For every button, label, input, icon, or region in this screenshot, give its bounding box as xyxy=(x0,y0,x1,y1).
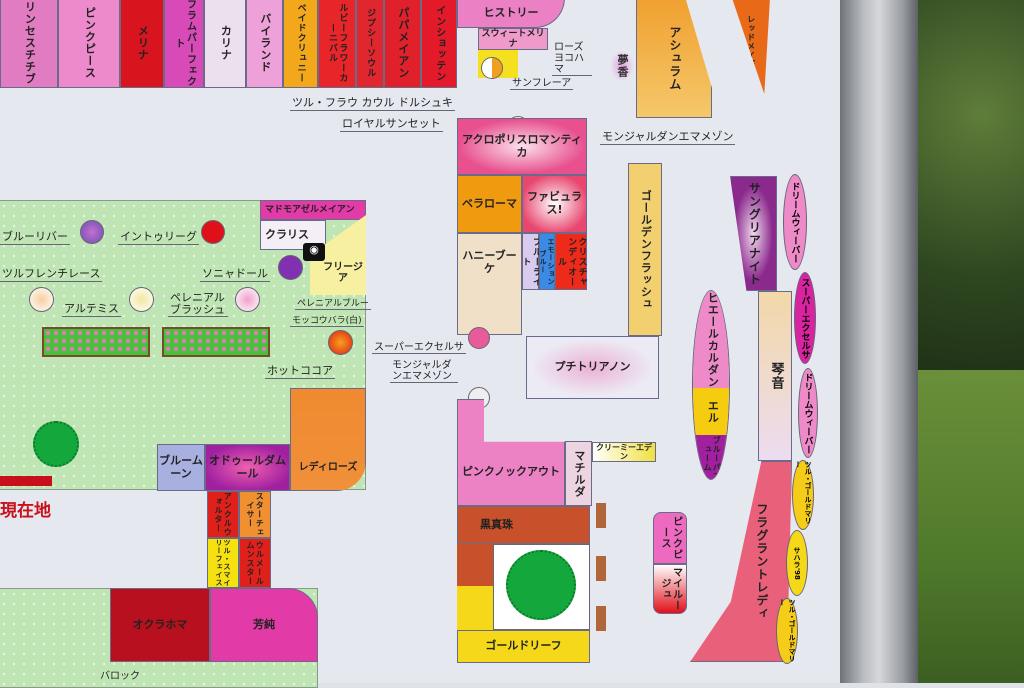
current-location-label: 現在地 xyxy=(0,501,51,521)
bed-princess-chichibu: リンセスチチブ xyxy=(0,0,58,88)
bed-pink-peace: ピンクピース xyxy=(58,0,120,88)
bed-flame-perfect: フラムパーフェクト xyxy=(164,0,204,88)
hedge-bed xyxy=(42,327,150,357)
bed-kotone: 琴音 xyxy=(758,291,792,461)
label-royal-sunset: ロイヤルサンセット xyxy=(340,117,443,132)
label-intrigue: イントゥリーグ xyxy=(118,230,199,245)
bed-super-excelsa: スーパーエクセルサ xyxy=(794,272,816,364)
rose-marker xyxy=(129,287,154,312)
current-location-bar xyxy=(0,476,52,486)
tree-icon xyxy=(506,550,576,620)
bed-christian-dior: クリスチャンディオール xyxy=(555,233,587,290)
hedge-bed xyxy=(162,327,270,357)
label-tsuru-frau-karl-druschki: ツル・フラウ カウル ドルシュキ xyxy=(290,96,455,111)
bed-shotten: インショッテン xyxy=(421,0,457,88)
bed-pink-peace-2: ピンクピース xyxy=(653,512,687,564)
post-marker xyxy=(596,503,606,528)
rose-marker-sonia xyxy=(278,255,303,280)
label-tsuru-french-lace: ツルフレンチレース xyxy=(0,267,103,282)
bed-star-chaser: スターチェイサー xyxy=(239,491,271,538)
bed-yumeka: 夢香 xyxy=(610,50,634,82)
bed-tsuru-gold-marie-2: ツル・ゴールドマリー xyxy=(776,598,798,664)
post-marker xyxy=(596,606,606,631)
bed-ruby-carnival: ルビーフラワーカーニバル xyxy=(318,0,356,88)
rose-marker xyxy=(481,57,503,79)
label-sonia: ソニャドール xyxy=(200,267,270,282)
bed-petit-trianon: プチトリアノン xyxy=(526,336,659,399)
bed-elle: エル xyxy=(693,388,729,435)
bed-tsuru-gold-marie-1: ツル・ゴールドマリー xyxy=(792,460,814,530)
rose-marker-blue-river xyxy=(80,220,104,244)
label-perennial-blue: ペレニアルブルー xyxy=(295,296,371,310)
metal-post xyxy=(840,0,918,683)
bed-bayland: バイランド xyxy=(246,0,283,88)
bed-sweet-melina: スウィートメリナ xyxy=(478,28,548,50)
label-hot-cocoa: ホットココア xyxy=(265,364,335,379)
background-lawn xyxy=(918,370,1024,683)
bed-bella-roma: ベラローマ xyxy=(457,175,522,233)
bed-mademoiselle-meilland: マドモアゼルメイアン xyxy=(260,200,366,220)
bed-emotion-blue: エモーションブルー xyxy=(539,233,555,290)
bed-papa-meilland: パパメイアン xyxy=(384,0,421,88)
bed-clarice: クラリス xyxy=(260,220,326,250)
bed-sahara: サハラ'98 xyxy=(786,530,808,596)
bed-dream-weaver-1: ドリームウィーバー xyxy=(783,174,807,270)
rose-marker-super-excelsa xyxy=(468,327,490,349)
bed-melina: メリナ xyxy=(120,0,164,88)
rose-marker xyxy=(29,287,54,312)
bed-kokushinju: 黒真珠 xyxy=(457,506,590,544)
bed-blue-light: ブルーライト xyxy=(521,233,541,290)
bed-lady-rose: レディローズ xyxy=(290,388,366,491)
label-perennial-blush: ペレニアルブラッシュ xyxy=(168,291,228,318)
bed-uncle-walter: アンクルウォルター xyxy=(207,491,239,538)
label-super-excelsa: スーパーエクセルサ xyxy=(372,338,466,354)
bed-gypsy-soul: ジプシーソウル xyxy=(356,0,384,88)
label-mon-jardin-2: モンジャルダンエマメゾン xyxy=(390,360,458,383)
bed-pierre-cardin: ピエールカルダン xyxy=(693,291,729,388)
camera-icon: ◉ xyxy=(303,243,325,261)
bed-mathilda: マチルダ xyxy=(565,441,592,506)
bed-history: ヒストリー xyxy=(457,0,565,28)
label-artemis: アルテミス xyxy=(62,302,121,317)
label-rose-yokohama: ローズヨコハマ xyxy=(552,42,592,76)
background-shrubs xyxy=(918,0,1024,380)
bed-blue-moon: ブルームーン xyxy=(157,444,205,491)
post-marker xyxy=(596,556,606,581)
bed-group-pierre-cardin: ピエールカルダン エル ブルーパフューム xyxy=(692,290,730,480)
bed-oklahoma: オクラホマ xyxy=(110,588,210,662)
bed-honey-bouquet: ハニーブーケ xyxy=(457,233,522,335)
bed-odour-damour: オドゥールダムール xyxy=(205,444,290,491)
label-baroque: バロック xyxy=(100,671,140,682)
bed-gold-leaf: ゴールドリーフ xyxy=(457,630,590,663)
bed-kokushinju-side xyxy=(457,544,493,586)
bed-blue-perfume: ブルーパフューム xyxy=(693,435,729,479)
bed-bayeux: ベイドクリュニー xyxy=(283,0,318,88)
bed-mairouge: マイルージュ xyxy=(653,564,687,614)
bed-houjun: 芳純 xyxy=(210,588,318,662)
bed-fabulous: ファビュラス! xyxy=(522,175,587,233)
bed-karina: カリナ xyxy=(204,0,246,88)
bed-creamy-eden: クリーミーエデン xyxy=(592,442,656,462)
tree-icon xyxy=(33,421,79,467)
label-mokkou: モッコウバラ(白) xyxy=(290,313,364,327)
bed-tsuru-smiley-face: ツル・スマイリーフェイス xyxy=(207,538,239,588)
bed-gold-leaf-side xyxy=(457,586,493,630)
rose-marker-hot-cocoa xyxy=(328,330,353,355)
rose-marker-intrigue xyxy=(201,220,225,244)
bed-dream-weaver-2: ドリームウィーバー xyxy=(798,368,818,458)
rose-marker xyxy=(235,287,260,312)
label-blue-river: ブルーリバー xyxy=(0,230,70,245)
bed-acropolis-romantica: アクロポリスロマンティカ xyxy=(457,118,587,175)
label-sunflare: サンフレーア xyxy=(510,74,574,90)
label-mon-jardin: モンジャルダンエマメゾン xyxy=(600,130,736,145)
bed-golden-flash: ゴールデンフラッシュ xyxy=(628,163,662,336)
bed-ulmer-munster: ウルメールムンスター xyxy=(239,538,271,588)
